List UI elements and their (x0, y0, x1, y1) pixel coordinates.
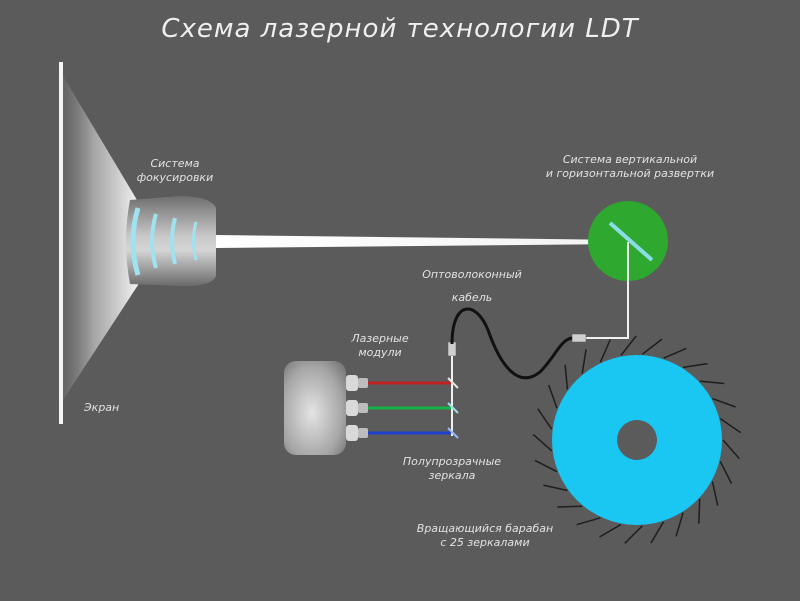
fiber-connector-right (571, 333, 587, 343)
fiber-connector-left (447, 341, 457, 357)
drum-mirror (581, 349, 587, 374)
drum-mirror (534, 459, 558, 473)
drum-mirror (712, 397, 736, 408)
projection-cone (63, 76, 140, 400)
drum-mirror (620, 335, 637, 356)
drum-mirror (543, 484, 568, 492)
laser-module-box (284, 361, 346, 455)
drum-mirror (547, 384, 558, 409)
drum-mirror (537, 408, 553, 430)
drum-mirror (719, 461, 733, 484)
drum-mirror (650, 521, 665, 544)
laser-emitters (346, 375, 368, 441)
drum-mirrors (532, 335, 742, 544)
rotating-drum (532, 335, 742, 544)
drum-mirror (711, 481, 719, 506)
page-title: Схема лазерной технологии LDT (161, 14, 639, 44)
fiber-beam (586, 242, 629, 339)
drum-label: Вращающийся барабан с 25 зеркалами (416, 522, 554, 549)
mirrors-label: Полупрозрачные зеркала (402, 455, 502, 482)
screen-label: Экран (84, 401, 120, 414)
laser-beam (216, 235, 628, 248)
drum-mirror (576, 517, 601, 526)
laser-modules-label: Лазерные модули (351, 332, 409, 359)
scan-system-label: Система вертикальной и горизонтальной ра… (545, 153, 715, 180)
drum-mirror (641, 338, 663, 355)
drum-mirror (698, 498, 701, 524)
drum-mirror (624, 525, 643, 544)
drum-mirror (564, 364, 569, 390)
focus-system (126, 196, 216, 287)
drum-mirror (532, 433, 553, 452)
drum-mirror (599, 339, 611, 363)
drum-mirror (722, 439, 740, 460)
focus-system-label: Система фокусировки (136, 157, 214, 184)
drum-mirror (699, 380, 725, 385)
semi-mirrors (447, 356, 459, 439)
drum-mirror (599, 523, 622, 538)
drum-mirror (557, 505, 583, 508)
drum-mirror (682, 362, 708, 369)
drum-mirror (719, 417, 742, 434)
scan-system (588, 201, 668, 281)
drum-mirror (675, 512, 684, 537)
drum-mirror (663, 347, 687, 359)
fiber-cable-label: Оптоволоконный кабель (422, 268, 522, 304)
screen (59, 62, 63, 424)
fiber-cable (450, 307, 573, 380)
